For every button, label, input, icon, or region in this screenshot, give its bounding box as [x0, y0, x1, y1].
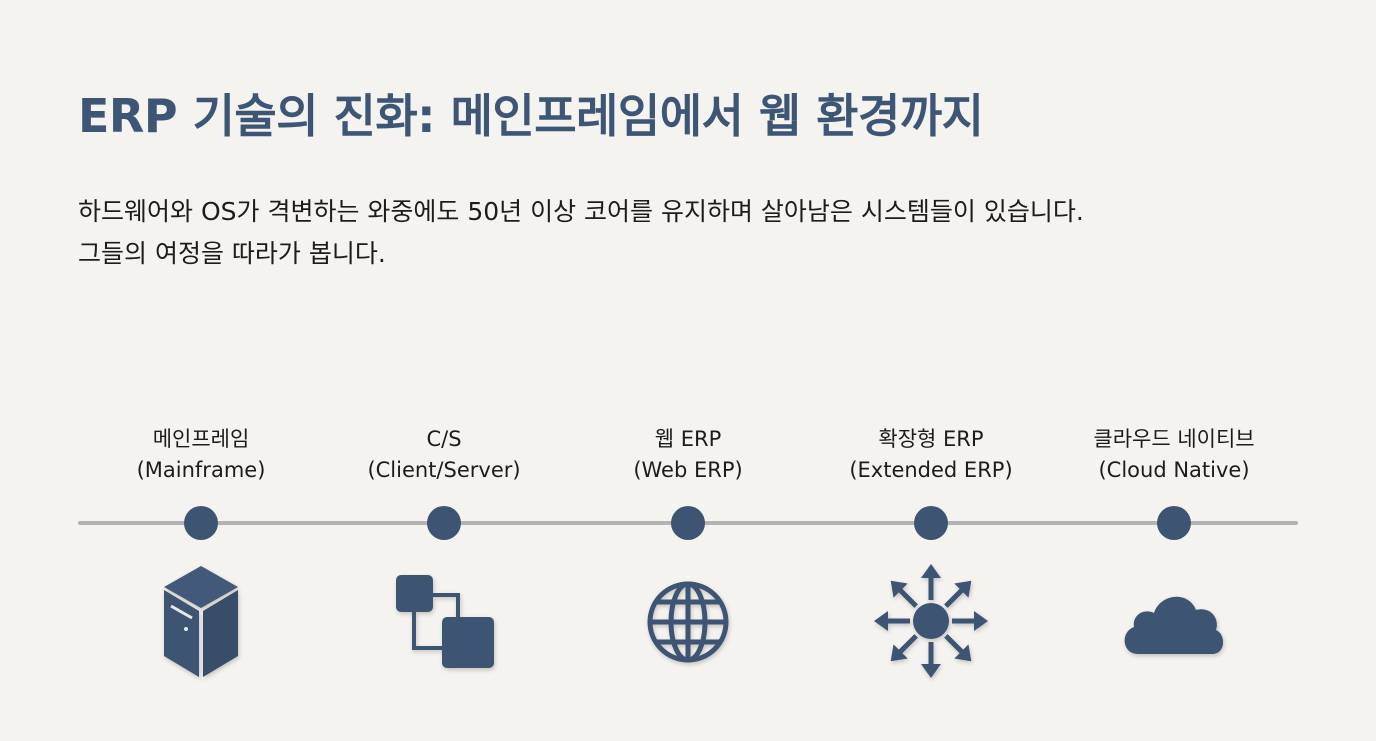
timeline-dot — [914, 506, 948, 540]
stage-english: (Web ERP) — [633, 458, 743, 482]
cloud-icon — [1114, 560, 1234, 680]
stage-name: 클라우드 네이티브 — [1093, 427, 1255, 451]
stage-name: 확장형 ERP — [878, 427, 984, 451]
stage-label-extended-erp: 확장형 ERP (Extended ERP) — [811, 424, 1051, 486]
expand-arrows-icon — [871, 560, 991, 680]
stage-english: (Cloud Native) — [1098, 458, 1250, 482]
page-title: ERP 기술의 진화: 메인프레임에서 웹 환경까지 — [78, 89, 984, 143]
server-tower-icon — [141, 560, 261, 680]
stage-label-cloud-native: 클라우드 네이티브 (Cloud Native) — [1054, 424, 1294, 486]
stage-english: (Extended ERP) — [849, 458, 1013, 482]
stage-name: C/S — [426, 427, 462, 451]
stage-name: 메인프레임 — [152, 427, 250, 451]
client-server-icon — [384, 560, 504, 680]
stage-english: (Mainframe) — [136, 458, 266, 482]
stage-english: (Client/Server) — [367, 458, 521, 482]
stage-label-client-server: C/S (Client/Server) — [324, 424, 564, 486]
stage-name: 웹 ERP — [654, 427, 722, 451]
stage-label-web-erp: 웹 ERP (Web ERP) — [568, 424, 808, 486]
timeline-dot — [671, 506, 705, 540]
timeline-dot — [1157, 506, 1191, 540]
timeline-dot — [427, 506, 461, 540]
timeline-dot — [184, 506, 218, 540]
subtitle-line-1: 하드웨어와 OS가 격변하는 와중에도 50년 이상 코어를 유지하며 살아남은… — [78, 197, 1084, 226]
subtitle-line-2: 그들의 여정을 따라가 봅니다. — [78, 239, 386, 268]
globe-icon — [628, 560, 748, 680]
stage-label-mainframe: 메인프레임 (Mainframe) — [81, 424, 321, 486]
